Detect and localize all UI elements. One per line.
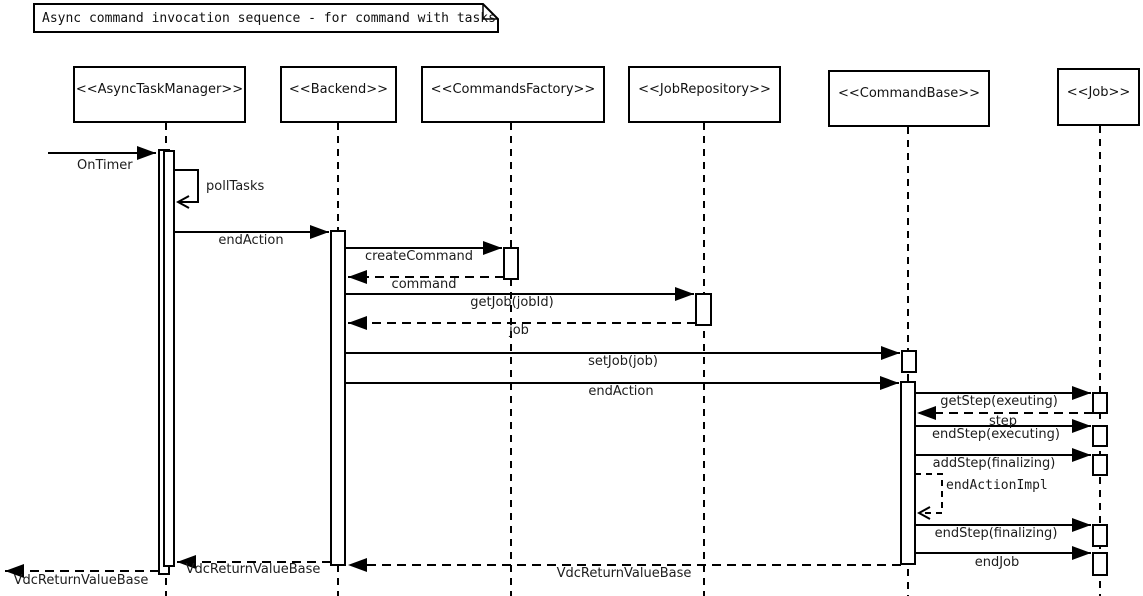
message-label-createcommand: createCommand <box>364 249 474 264</box>
title-note-fold <box>482 4 498 20</box>
arrow-endactionimpl-self <box>915 473 943 513</box>
lifeline-header-label: <<CommandsFactory>> <box>430 82 596 97</box>
lifeline-header-job-repository: <<JobRepository>> <box>628 66 781 123</box>
lifeline-header-label: <<AsyncTaskManager>> <box>75 82 244 97</box>
message-label-vdc-atm: VdcReturnValueBase <box>13 573 149 588</box>
message-label-setjob: setJob(job) <box>588 354 658 369</box>
arrow-polltasks-self <box>174 169 199 202</box>
message-label-vdc-backend: VdcReturnValueBase <box>185 562 321 577</box>
message-label-step: step <box>988 414 1018 429</box>
message-label-polltasks: pollTasks <box>206 179 265 194</box>
activation-bar-backend <box>330 230 346 566</box>
self-call-arrows <box>174 169 943 513</box>
lifeline-header-label: <<JobRepository>> <box>638 82 771 97</box>
title-note-shape <box>33 3 499 33</box>
lifeline-header-job: <<Job>> <box>1057 68 1140 126</box>
activation-bar-command-base-setjob <box>901 350 917 373</box>
lifeline-header-label: <<Job>> <box>1066 84 1131 100</box>
message-label-endaction-1: endAction <box>218 233 284 248</box>
message-label-getjob: getJob(jobId) <box>470 295 554 310</box>
diagram-title: Async command invocation sequence - for … <box>42 11 496 26</box>
lifeline-header-label: <<Backend>> <box>288 82 389 97</box>
activation-bar-job-endstep-executing <box>1092 425 1108 447</box>
message-label-addstep: addStep(finalizing) <box>932 456 1056 471</box>
lifeline-header-label: <<CommandBase>> <box>837 86 981 101</box>
activation-bar-atm-nested <box>163 150 175 567</box>
call-arrows <box>48 146 1091 560</box>
lifeline-header-async-task-manager: <<AsyncTaskManager>> <box>73 66 246 123</box>
activation-bar-command-base-endaction <box>900 381 916 565</box>
activation-bar-commands-factory <box>503 247 519 280</box>
lifeline-header-commands-factory: <<CommandsFactory>> <box>421 66 605 123</box>
message-label-endstep-executing: endStep(executing) <box>932 427 1060 442</box>
message-label-vdc-commandbase: VdcReturnValueBase <box>556 566 692 581</box>
message-label-ontimer: OnTimer <box>77 158 133 173</box>
message-label-endaction-2: endAction <box>588 384 654 399</box>
lifeline-header-backend: <<Backend>> <box>280 66 397 123</box>
message-label-endstep-finalizing: endStep(finalizing) <box>934 526 1058 541</box>
message-label-getstep: getStep(exeuting) <box>940 394 1058 409</box>
message-label-endjob: endJob <box>974 555 1020 570</box>
activation-bars <box>158 149 1108 576</box>
title-note <box>33 3 499 33</box>
activation-bar-job-getstep <box>1092 392 1108 414</box>
activation-bar-job-addstep <box>1092 454 1108 476</box>
lifeline-header-command-base: <<CommandBase>> <box>828 70 990 127</box>
message-label-endactionimpl: endActionImpl <box>946 478 1048 493</box>
message-label-job: job <box>509 323 529 338</box>
activation-bar-job-repository <box>695 293 712 326</box>
return-arrows <box>5 270 1093 578</box>
activation-bar-job-endjob <box>1092 552 1108 576</box>
message-label-command: command <box>391 277 457 292</box>
activation-bar-job-endstep-finalizing <box>1092 524 1108 547</box>
